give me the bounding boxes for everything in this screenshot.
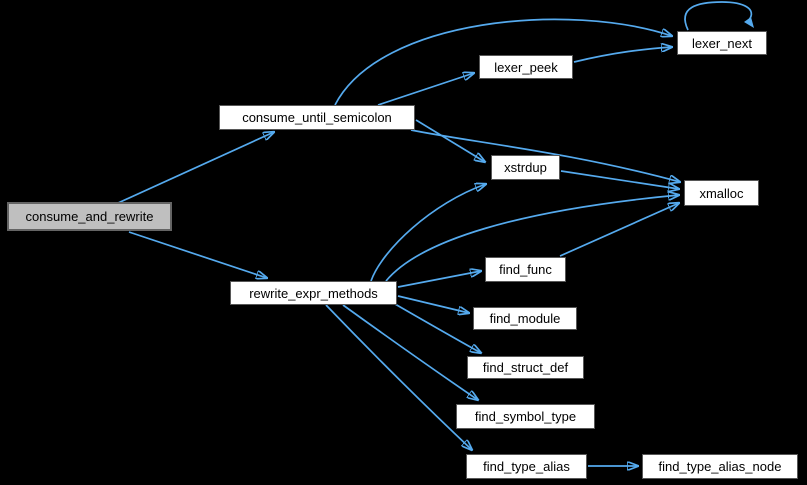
edge-lexer_next-self-arrowhead bbox=[744, 17, 754, 28]
edge-lexer_peek-to-lexer_next bbox=[573, 47, 672, 63]
edge-rewrite_expr_methods-to-xmalloc bbox=[385, 195, 679, 282]
node-find_module[interactable]: find_module bbox=[473, 307, 577, 330]
edge-find_func-to-xmalloc bbox=[559, 203, 679, 257]
node-lexer_next[interactable]: lexer_next bbox=[677, 31, 767, 55]
edge-consume_until_semicolon-to-lexer_next bbox=[334, 18, 672, 106]
edge-rewrite_expr_methods-to-find_type_alias bbox=[325, 304, 472, 450]
node-find_type_alias_node[interactable]: find_type_alias_node bbox=[642, 454, 798, 479]
node-xmalloc[interactable]: xmalloc bbox=[684, 180, 759, 206]
node-lexer_peek[interactable]: lexer_peek bbox=[479, 55, 573, 79]
edge-lexer_next-to-lexer_next bbox=[684, 1, 753, 31]
edge-rewrite_expr_methods-to-find_func bbox=[397, 271, 481, 288]
edge-consume_and_rewrite-to-rewrite_expr_methods bbox=[128, 231, 267, 278]
node-rewrite_expr_methods[interactable]: rewrite_expr_methods bbox=[230, 281, 397, 305]
node-find_symbol_type[interactable]: find_symbol_type bbox=[456, 404, 595, 429]
node-find_type_alias[interactable]: find_type_alias bbox=[466, 454, 587, 479]
node-xstrdup[interactable]: xstrdup bbox=[491, 155, 560, 180]
edge-consume_until_semicolon-to-xmalloc bbox=[410, 129, 680, 182]
edge-consume_and_rewrite-to-consume_until_semicolon bbox=[117, 132, 274, 204]
edge-xstrdup-to-xmalloc bbox=[560, 170, 679, 189]
edge-consume_until_semicolon-to-xstrdup bbox=[415, 119, 485, 162]
edge-rewrite_expr_methods-to-xstrdup bbox=[370, 184, 486, 282]
node-find_func[interactable]: find_func bbox=[485, 257, 566, 282]
node-consume_until_semicolon[interactable]: consume_until_semicolon bbox=[219, 105, 415, 130]
node-find_struct_def[interactable]: find_struct_def bbox=[467, 356, 584, 379]
node-consume_and_rewrite[interactable]: consume_and_rewrite bbox=[7, 202, 172, 231]
edge-consume_until_semicolon-to-lexer_peek bbox=[377, 73, 474, 106]
edge-rewrite_expr_methods-to-find_module bbox=[397, 295, 469, 313]
edge-rewrite_expr_methods-to-find_struct_def bbox=[394, 303, 481, 353]
edge-rewrite_expr_methods-to-find_symbol_type bbox=[342, 304, 478, 400]
